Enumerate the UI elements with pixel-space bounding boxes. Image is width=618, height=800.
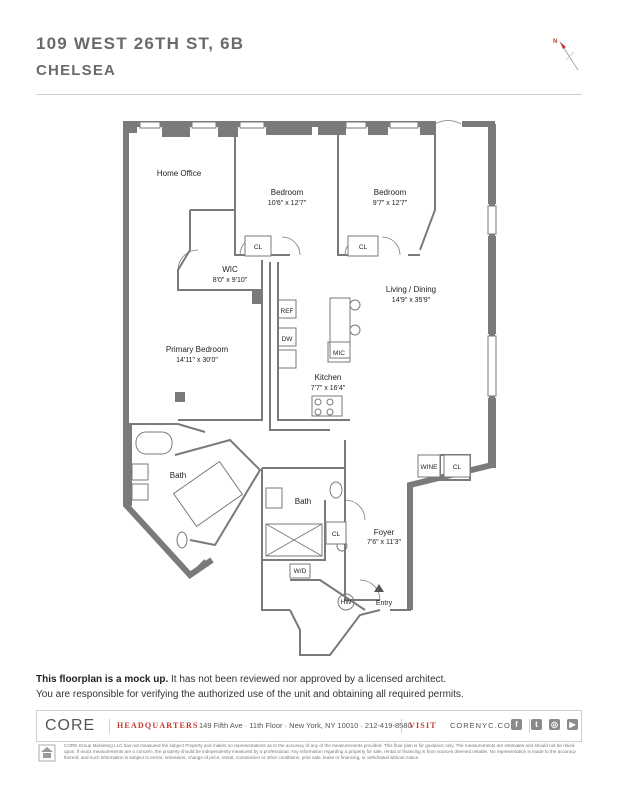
room-wic-name: WIC [222, 265, 238, 274]
wd-label: W/D [294, 568, 307, 575]
hq-address: 149 Fifth Ave · 11th Floor · New York, N… [199, 721, 412, 730]
walls [123, 121, 495, 610]
bath-fixtures [131, 431, 355, 611]
wall-segments [123, 121, 496, 506]
instagram-icon[interactable]: ◎ [549, 719, 560, 730]
hw-label: HW [341, 599, 353, 606]
disclaimer-line-1: This floorplan is a mock up. It has not … [36, 674, 447, 685]
room-foyer-dims: 7'6" x 11'3" [367, 539, 401, 546]
neighborhood: CHELSEA [36, 62, 117, 79]
header-divider [36, 94, 582, 95]
closet-label-3: CL [453, 464, 462, 471]
closet-label-2: CL [359, 244, 368, 251]
listing-address: 109 WEST 26TH ST, 6B [36, 34, 245, 53]
core-logo: CORE [45, 717, 96, 734]
closet-label-1: CL [254, 244, 263, 251]
room-primary-dims: 14'11" x 30'0" [176, 357, 218, 364]
legal-disclaimer: CORE Group Marketing LLC has not measure… [64, 743, 576, 760]
room-living-dims: 14'9" x 35'9" [392, 297, 431, 304]
room-primary-name: Primary Bedroom [166, 345, 229, 354]
room-kitchen-name: Kitchen [315, 373, 342, 382]
closet-boxes [244, 235, 471, 545]
compass-icon: N [553, 39, 579, 71]
visit-link[interactable]: CORENYC.COM [450, 721, 519, 730]
room-bath-2: Bath [295, 497, 311, 506]
windows [139, 121, 497, 397]
room-wic-dims: 8'0" x 9'10" [213, 277, 248, 284]
room-bedroom-1-dims: 10'6" x 12'7" [268, 200, 307, 207]
room-kitchen-dims: 7'7" x 16'4" [311, 385, 346, 392]
room-bedroom-1-name: Bedroom [271, 188, 304, 197]
equal-housing-icon [38, 744, 56, 762]
room-living-name: Living / Dining [386, 285, 436, 294]
room-bedroom-2-name: Bedroom [374, 188, 407, 197]
kitchen-counter [277, 297, 361, 417]
doors [177, 120, 462, 601]
youtube-icon[interactable]: ▶ [567, 719, 578, 730]
room-bath-1: Bath [170, 471, 186, 480]
twitter-icon[interactable]: t [531, 719, 542, 730]
wine-label: WINE [421, 464, 439, 471]
footer-bar: CORE HEADQUARTERS 149 Fifth Ave · 11th F… [36, 710, 582, 742]
facebook-icon[interactable]: f [511, 719, 522, 730]
footer-separator [109, 719, 110, 733]
entry-label: Entry [376, 600, 393, 607]
room-bedroom-2-dims: 9'7" x 12'7" [373, 200, 408, 207]
closet-label-4: CL [332, 531, 341, 538]
ref-label: REF [281, 308, 294, 315]
visit-label: VISIT [409, 721, 437, 730]
footer-separator [529, 719, 530, 733]
footer-separator [401, 719, 402, 733]
disclaimer-line-2: You are responsible for verifying the au… [36, 689, 464, 700]
room-home-office: Home Office [157, 169, 202, 178]
hq-label: HEADQUARTERS [117, 721, 199, 730]
entry-arrow-icon [374, 584, 384, 592]
mic-label: MIC [333, 350, 345, 357]
compass-north-label: N [553, 39, 557, 45]
dw-label: DW [282, 336, 294, 343]
room-foyer-name: Foyer [374, 528, 395, 537]
